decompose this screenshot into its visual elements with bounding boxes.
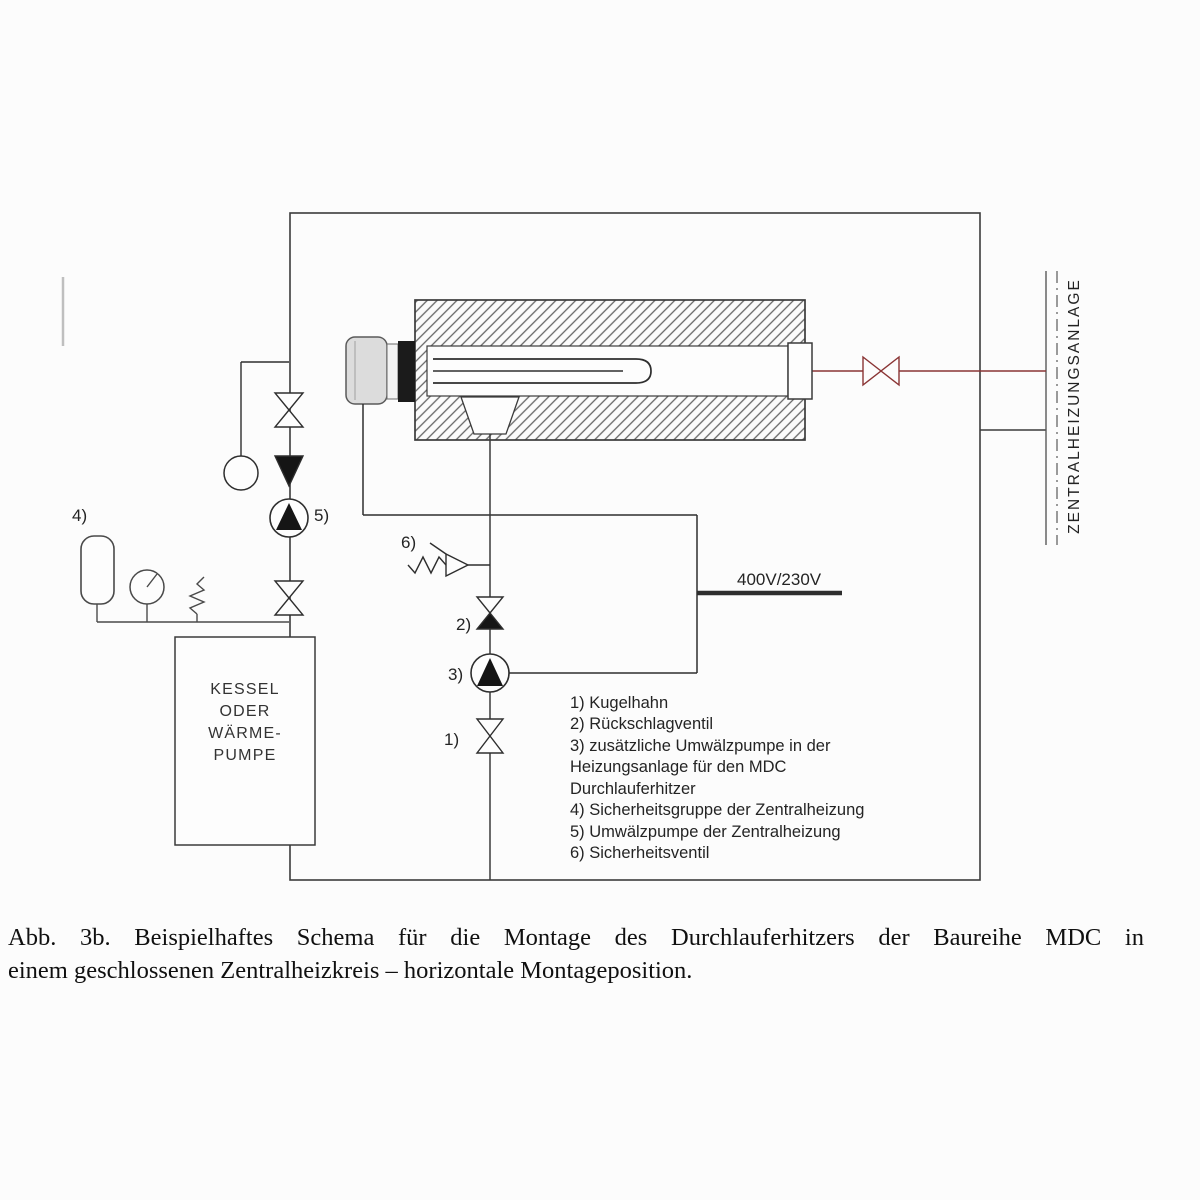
caption-line-2: einem geschlossenen Zentralheizkreis – h…	[8, 957, 693, 984]
ball-valve-1-icon	[475, 718, 505, 754]
marker-1: 1)	[444, 730, 459, 749]
flow-heater	[345, 299, 813, 441]
central-heating-label: ZENTRALHEIZUNGSANLAGE	[1066, 278, 1083, 534]
boiler-label-line: WÄRME-	[208, 724, 282, 742]
component-markers: 4) 5) 6) 2) 3) 1)	[72, 506, 471, 749]
air-vent-icon	[223, 455, 259, 491]
legend-line: Durchlauferhitzer	[570, 780, 696, 798]
marker-6: 6)	[401, 533, 416, 552]
boiler-box: KESSEL ODER WÄRME- PUMPE	[174, 636, 316, 846]
check-valve-icon	[273, 455, 305, 488]
left-riser-components	[223, 361, 309, 616]
marker-3: 3)	[448, 665, 463, 684]
marker-4: 4)	[72, 506, 87, 525]
legend-line: 6) Sicherheitsventil	[570, 844, 709, 862]
legend-line: 5) Umwälzpumpe der Zentralheizung	[570, 823, 841, 841]
supply-valve-icon	[862, 355, 883, 387]
legend-line: 2) Rückschlagventil	[570, 715, 713, 733]
caption-line-1: Abb. 3b. Beispielhaftes Schema für die M…	[8, 924, 1144, 951]
figure-caption: Abb. 3b. Beispielhaftes Schema für die M…	[8, 921, 1144, 987]
safety-valve-6-icon	[407, 542, 490, 578]
heater-inlet	[460, 396, 520, 435]
expansion-vessel-icon	[80, 535, 115, 605]
heating-supply-line	[812, 355, 1046, 387]
boiler-label-line: PUMPE	[214, 747, 277, 764]
boiler-label-line: KESSEL	[210, 681, 279, 698]
central-heating-system: ZENTRALHEIZUNGSANLAGE	[980, 271, 1083, 545]
shutoff-valve-bottom-icon	[273, 580, 305, 616]
relief-valve-icon	[188, 576, 206, 615]
boiler-label-line: ODER	[219, 703, 270, 720]
power-supply-wiring	[362, 404, 842, 674]
pump-3-icon	[470, 653, 510, 693]
legend-line: 1) Kugelhahn	[570, 694, 668, 712]
safety-group-4	[80, 535, 289, 623]
system-boundary	[289, 212, 981, 881]
legend: 1) Kugelhahn 2) Rückschlagventil 3) zusä…	[570, 694, 864, 862]
power-label: 400V/230V	[737, 570, 822, 589]
shutoff-valve-top-icon	[273, 392, 305, 428]
marker-5: 5)	[314, 506, 329, 525]
legend-line: 4) Sicherheitsgruppe der Zentralheizung	[570, 801, 864, 819]
heater-outlet-flange	[787, 342, 813, 400]
heater-terminal-band	[398, 341, 415, 402]
pump-5-icon	[269, 498, 309, 538]
legend-line: Heizungsanlage für den MDC	[570, 758, 787, 776]
legend-line: 3) zusätzliche Umwälzpumpe in der	[570, 737, 831, 755]
check-valve-2-icon	[475, 596, 505, 630]
heating-element	[433, 358, 652, 384]
heater-head-cap	[345, 336, 388, 405]
marker-2: 2)	[456, 615, 471, 634]
